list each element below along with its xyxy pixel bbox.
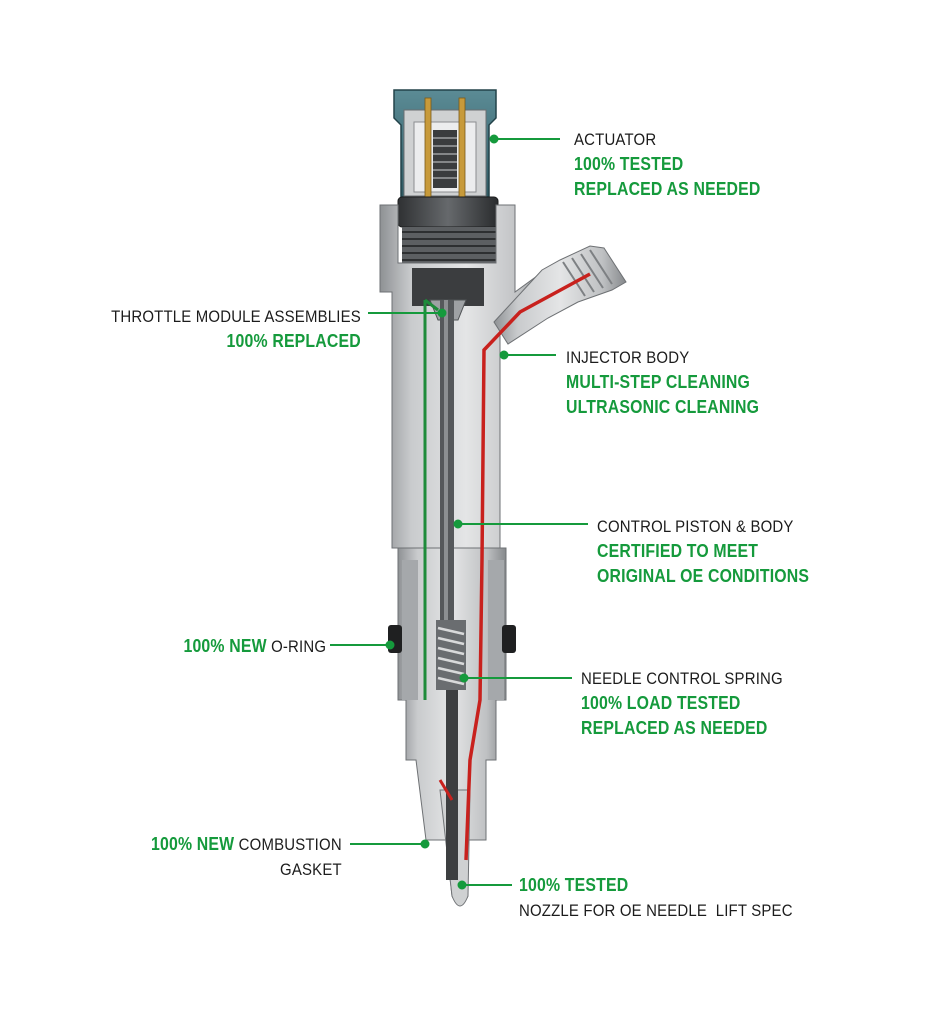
injector-body-line2: ULTRASONIC CLEANING bbox=[566, 397, 760, 417]
throttle-line1: 100% REPLACED bbox=[226, 331, 361, 351]
fuel-inlet bbox=[493, 245, 627, 345]
callout-needle-spring: NEEDLE CONTROL SPRING 100% LOAD TESTED R… bbox=[581, 666, 783, 741]
callout-nozzle: 100% TESTED NOZZLE FOR OE NEEDLE LIFT SP… bbox=[519, 873, 793, 923]
control-piston-title: CONTROL PISTON & BODY bbox=[597, 517, 794, 536]
oring-prefix: 100% NEW bbox=[183, 636, 267, 656]
injector-body-line1: MULTI-STEP CLEANING bbox=[566, 372, 751, 392]
oring-suffix: O-RING bbox=[270, 637, 326, 656]
gasket-suffix: COMBUSTION bbox=[238, 835, 342, 854]
actuator-line1: 100% TESTED bbox=[574, 154, 684, 174]
gasket-line2: GASKET bbox=[280, 860, 342, 879]
callout-control-piston: CONTROL PISTON & BODY CERTIFIED TO MEET … bbox=[597, 514, 809, 589]
actuator-title: ACTUATOR bbox=[574, 130, 657, 149]
fuel-passage bbox=[464, 272, 591, 861]
callout-throttle: THROTTLE MODULE ASSEMBLIES 100% REPLACED bbox=[111, 304, 361, 354]
throttle-title: THROTTLE MODULE ASSEMBLIES bbox=[111, 307, 361, 326]
callout-injector-body: INJECTOR BODY MULTI-STEP CLEANING ULTRAS… bbox=[566, 345, 759, 420]
gasket-prefix: 100% NEW bbox=[151, 834, 235, 854]
threaded-section bbox=[402, 227, 496, 263]
callout-leaders bbox=[330, 134, 588, 890]
control-piston-line1: CERTIFIED TO MEET bbox=[597, 541, 759, 561]
hex-nut bbox=[397, 196, 499, 228]
nozzle-line1: 100% TESTED bbox=[519, 875, 629, 895]
actuator-line2: REPLACED AS NEEDED bbox=[574, 179, 761, 199]
callout-gasket: 100% NEW COMBUSTION GASKET bbox=[151, 832, 342, 882]
injector-body-title: INJECTOR BODY bbox=[566, 348, 690, 367]
needle-spring-line2: REPLACED AS NEEDED bbox=[581, 718, 768, 738]
control-piston-line2: ORIGINAL OE CONDITIONS bbox=[597, 566, 810, 586]
actuator-part bbox=[393, 89, 497, 199]
needle-spring-line1: 100% LOAD TESTED bbox=[581, 693, 741, 713]
callout-oring: 100% NEW O-RING bbox=[183, 634, 326, 659]
callout-actuator: ACTUATOR 100% TESTED REPLACED AS NEEDED bbox=[574, 127, 761, 202]
nozzle-line2: NOZZLE FOR OE NEEDLE LIFT SPEC bbox=[519, 901, 793, 920]
needle-spring-title: NEEDLE CONTROL SPRING bbox=[581, 669, 783, 688]
